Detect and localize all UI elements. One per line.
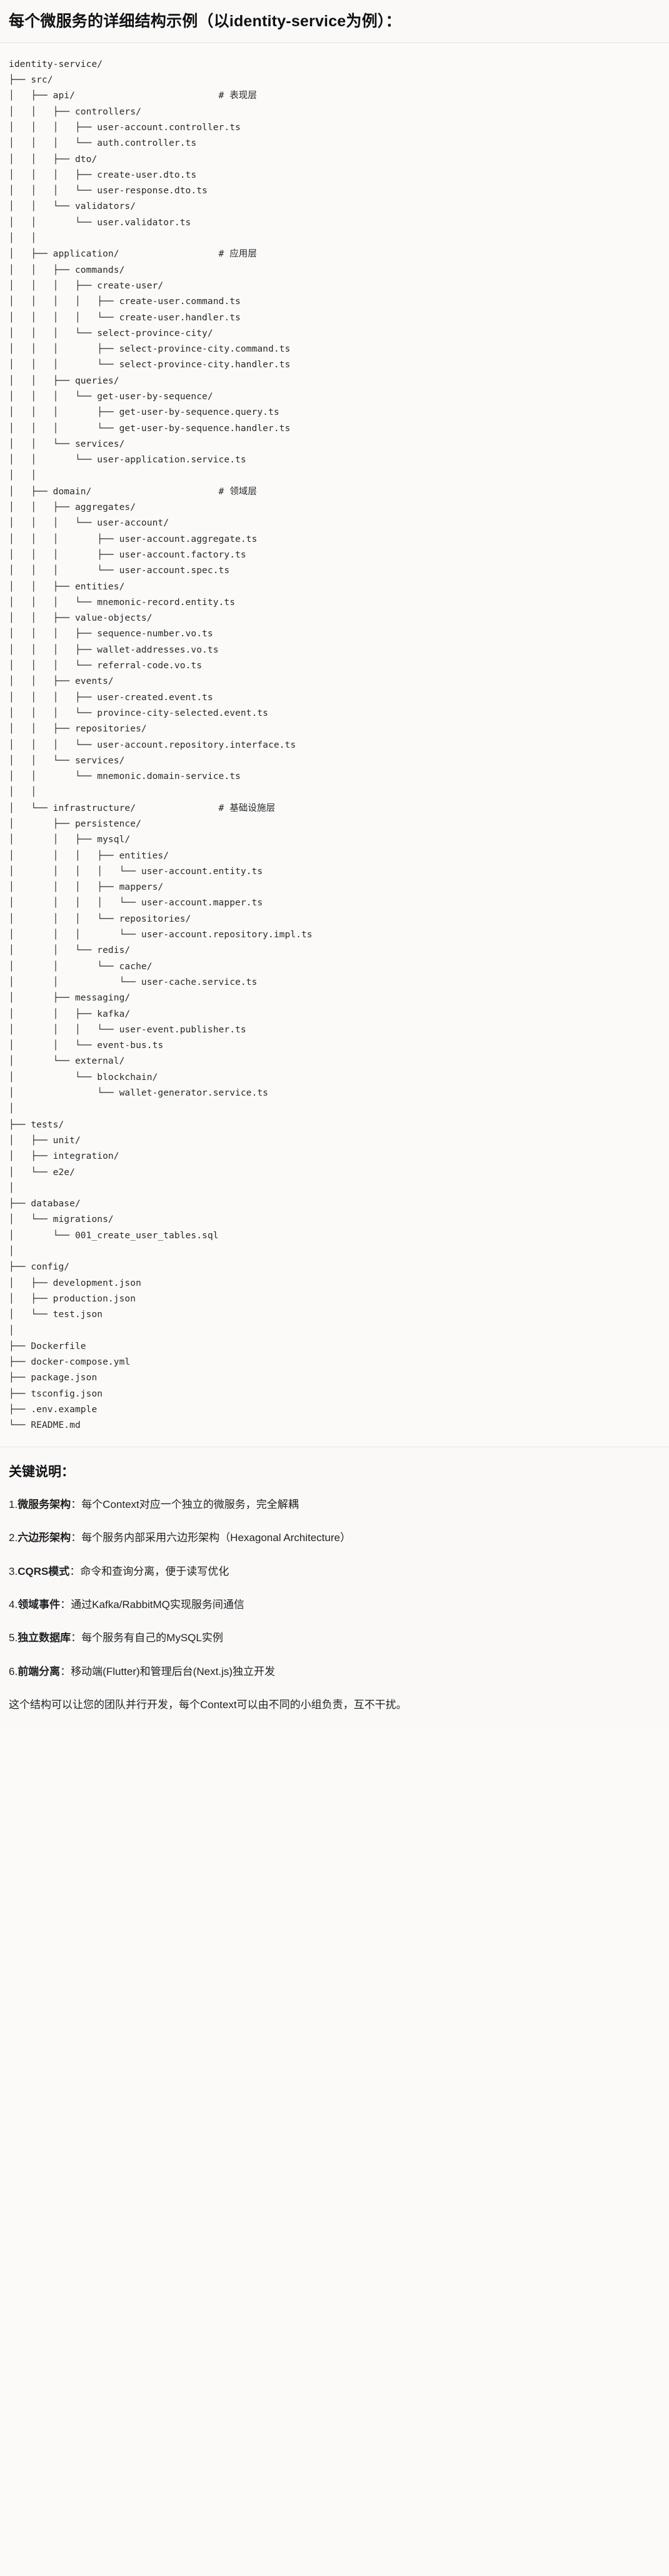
key-note-item: 1.微服务架构：每个Context对应一个独立的微服务，完全解耦 — [9, 1497, 660, 1513]
key-notes-footer: 这个结构可以让您的团队并行开发，每个Context可以由不同的小组负责，互不干扰… — [9, 1698, 407, 1711]
key-note-separator: ： — [71, 1532, 82, 1544]
header-section: 每个微服务的详细结构示例（以identity-service为例）： — [0, 0, 669, 43]
key-note-number: 3. — [9, 1565, 18, 1577]
key-note-number: 2. — [9, 1532, 18, 1544]
page-title: 每个微服务的详细结构示例（以identity-service为例）： — [9, 13, 401, 30]
key-note-term: CQRS模式 — [18, 1565, 70, 1577]
key-note-separator: ： — [71, 1632, 82, 1644]
directory-tree-section: identity-service/ ├── src/ │ ├── api/ # … — [0, 43, 669, 1447]
key-note-description: 移动端(Flutter)和管理后台(Next.js)独立开发 — [71, 1665, 275, 1677]
key-note-number: 1. — [9, 1498, 18, 1510]
page-root: 每个微服务的详细结构示例（以identity-service为例）： ident… — [0, 0, 669, 1730]
key-note-description: 命令和查询分离，便于读写优化 — [80, 1565, 229, 1577]
key-note-item: 5.独立数据库：每个服务有自己的MySQL实例 — [9, 1630, 660, 1646]
key-note-item: 2.六边形架构：每个服务内部采用六边形架构（Hexagonal Architec… — [9, 1530, 660, 1546]
key-note-separator: ： — [71, 1498, 82, 1510]
key-note-description: 每个Context对应一个独立的微服务，完全解耦 — [81, 1498, 299, 1510]
key-note-item: 3.CQRS模式：命令和查询分离，便于读写优化 — [9, 1564, 660, 1580]
key-note-number: 6. — [9, 1665, 18, 1677]
key-note-term: 独立数据库 — [18, 1632, 71, 1644]
key-note-number: 4. — [9, 1598, 18, 1611]
key-note-term: 领域事件 — [18, 1598, 61, 1611]
key-note-item: 4.领域事件：通过Kafka/RabbitMQ实现服务间通信 — [9, 1597, 660, 1613]
key-note-term: 前端分离 — [18, 1665, 61, 1677]
key-note-separator: ： — [60, 1665, 71, 1677]
key-note-separator: ： — [69, 1565, 81, 1577]
key-notes-title: 关键说明： — [9, 1464, 74, 1479]
key-note-separator: ： — [60, 1598, 71, 1611]
key-note-number: 5. — [9, 1632, 18, 1644]
key-note-item: 6.前端分离：移动端(Flutter)和管理后台(Next.js)独立开发 — [9, 1664, 660, 1680]
key-note-term: 六边形架构 — [18, 1532, 71, 1544]
directory-tree: identity-service/ ├── src/ │ ├── api/ # … — [9, 59, 313, 1431]
key-note-term: 微服务架构 — [18, 1498, 71, 1510]
key-note-description: 每个服务内部采用六边形架构（Hexagonal Architecture） — [81, 1532, 351, 1544]
key-note-description: 通过Kafka/RabbitMQ实现服务间通信 — [71, 1598, 244, 1611]
key-note-description: 每个服务有自己的MySQL实例 — [81, 1632, 223, 1644]
